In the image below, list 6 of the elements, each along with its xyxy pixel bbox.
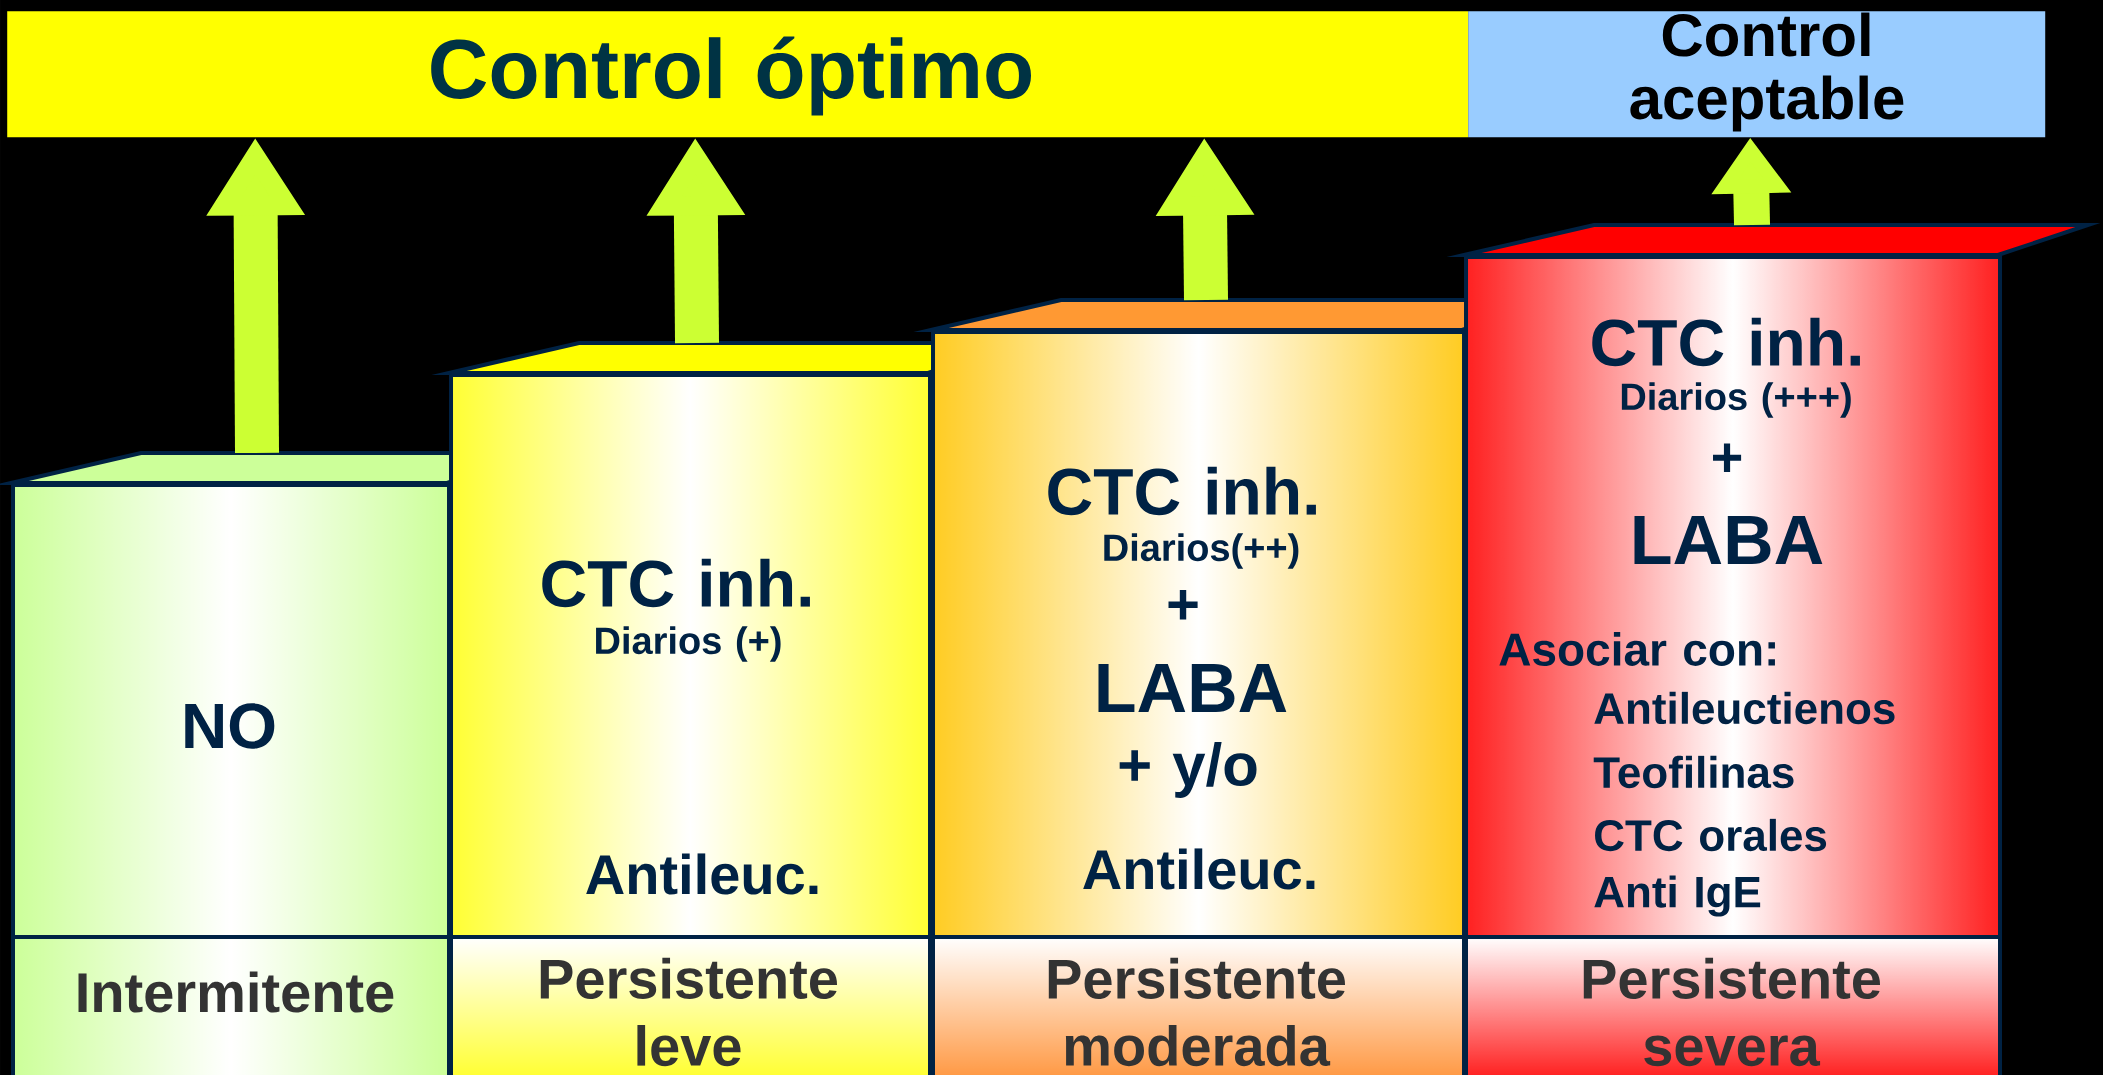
category-box: Intermitente	[11, 935, 451, 1075]
header-bar: Control aceptable	[1468, 11, 2046, 138]
category-box: Persistente severa	[1464, 935, 2002, 1075]
category-box: Persistente leve	[449, 935, 932, 1075]
header-bar: Control óptimo	[7, 11, 1469, 138]
category-box: Persistente moderada	[931, 935, 1466, 1075]
